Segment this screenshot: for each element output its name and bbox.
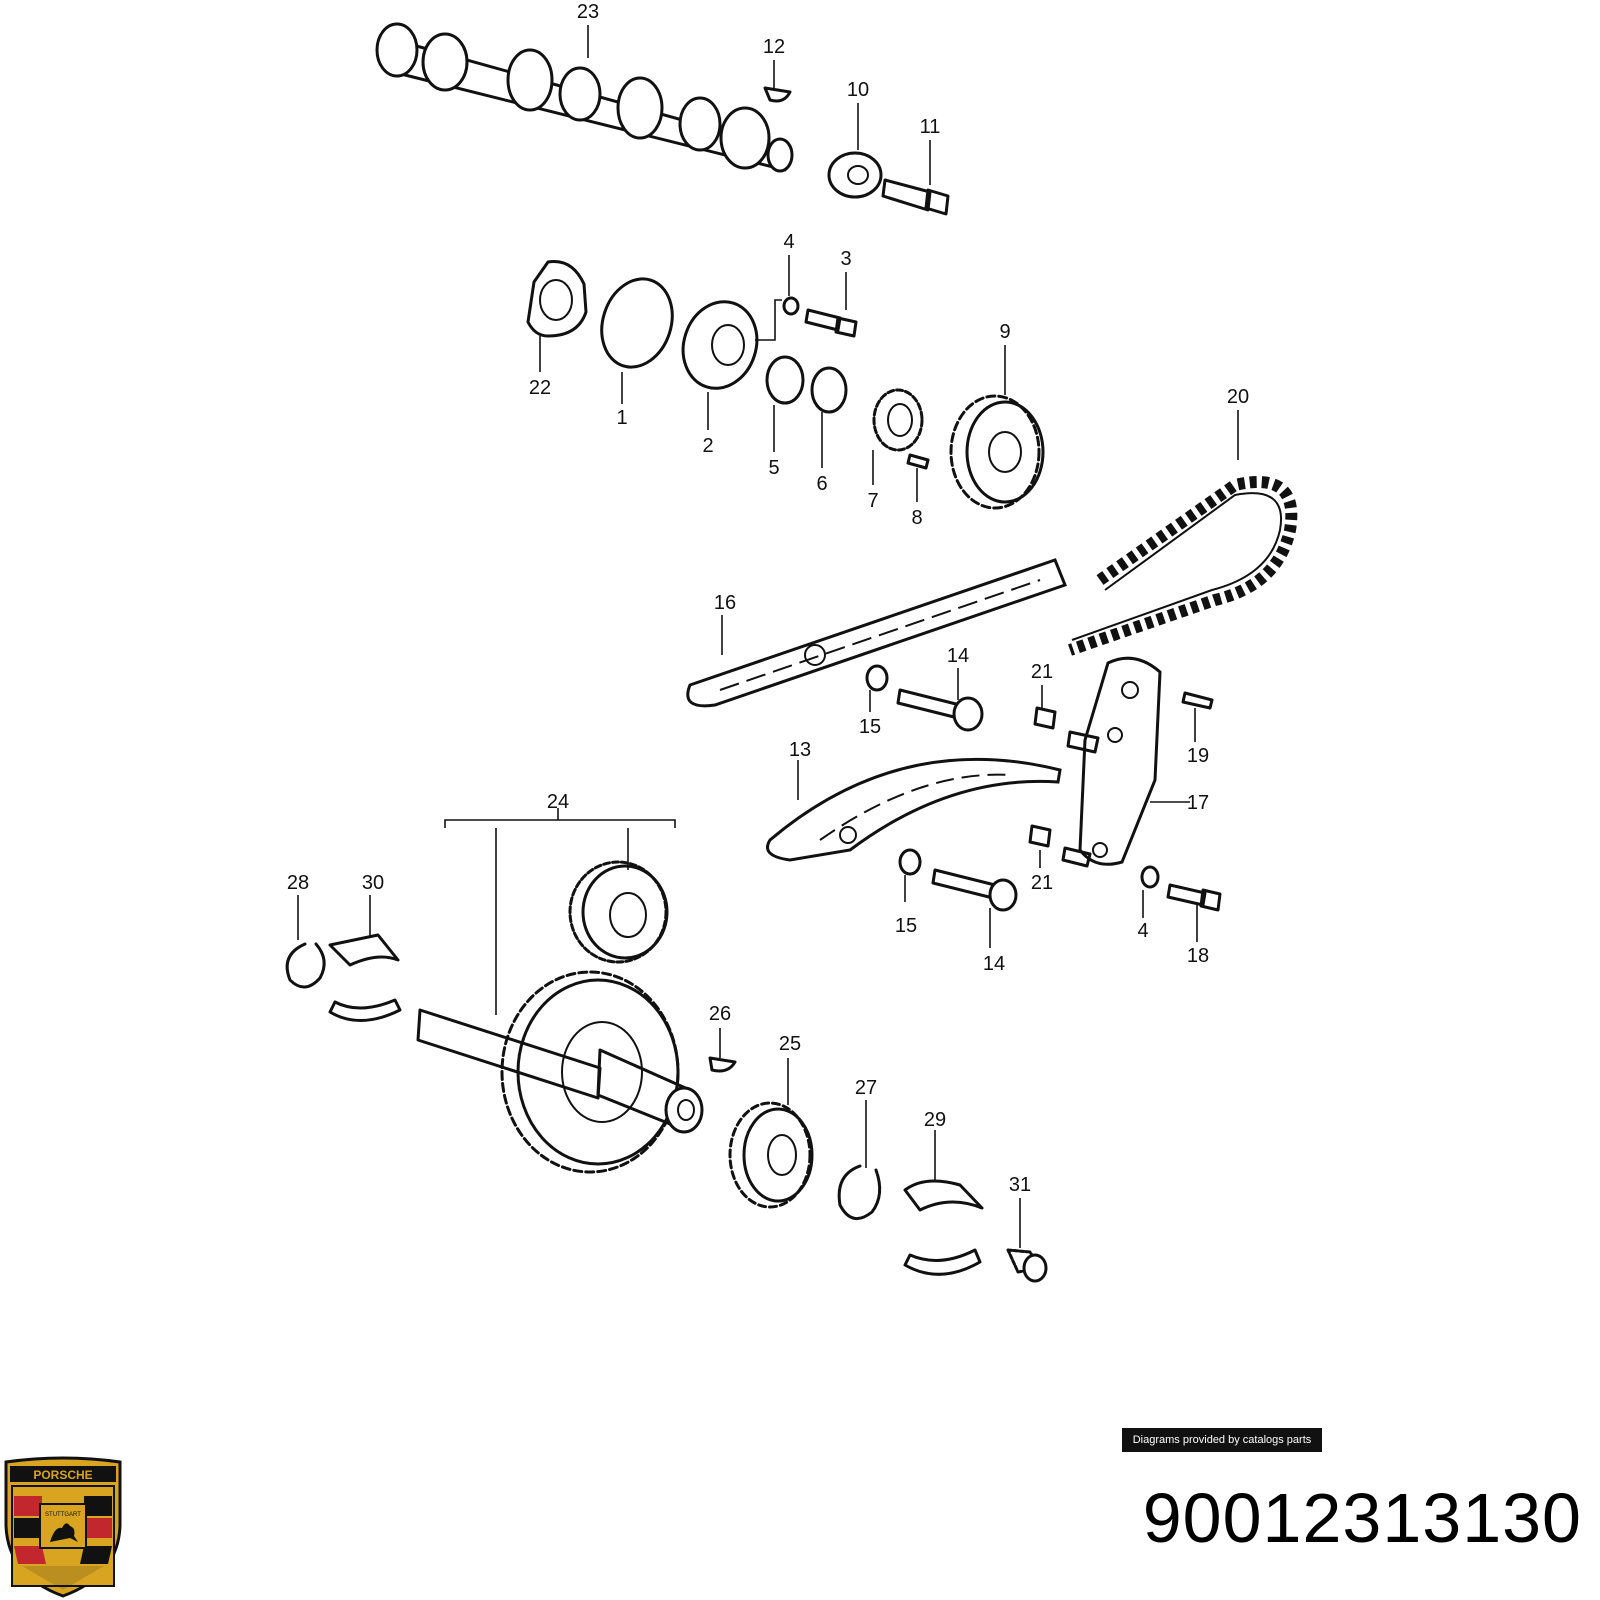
part-bearing-shell-upper-right	[903, 1179, 984, 1212]
part-bolt-tensioner	[1166, 883, 1222, 912]
callout-28: 28	[287, 872, 309, 894]
callout-15-top: 15	[859, 716, 881, 738]
part-woodruff-key-top	[763, 86, 792, 103]
part-number: 90012313130	[1142, 1479, 1582, 1557]
part-sleeve-bottom	[1028, 824, 1052, 848]
leader-lines	[297, 25, 1239, 1248]
part-tensioner-rail	[766, 757, 1062, 862]
callout-9: 9	[999, 321, 1010, 343]
part-washer-guide-top	[865, 664, 889, 692]
part-o-ring	[600, 277, 674, 369]
part-circlip-right	[837, 1164, 882, 1221]
callout-11: 11	[920, 116, 941, 138]
part-washer-guide-bottom	[898, 848, 922, 876]
callout-21-top: 21	[1031, 661, 1053, 683]
callout-23: 23	[577, 1, 599, 23]
callout-15-bottom: 15	[895, 915, 917, 937]
part-camshaft	[375, 22, 794, 173]
callout-12: 12	[763, 36, 785, 58]
part-guide-bolt-top	[896, 688, 984, 732]
part-woodruff-key-bottom	[708, 1056, 737, 1073]
callout-31: 31	[1009, 1174, 1031, 1196]
callout-10: 10	[847, 79, 869, 101]
logo-city-text: STUTTGART	[45, 1512, 81, 1518]
part-timing-chain	[1068, 476, 1298, 656]
callout-20: 20	[1227, 386, 1249, 408]
logo-brand-text: PORSCHE	[33, 1468, 92, 1482]
part-bearing-shell-lower-left	[328, 998, 402, 1022]
part-bolt-housing	[804, 308, 858, 338]
callout-19: 19	[1187, 745, 1209, 767]
part-tensioner-arm	[1061, 656, 1162, 868]
part-plug	[1006, 1248, 1048, 1283]
callout-1: 1	[616, 407, 627, 429]
callout-24: 24	[547, 791, 569, 813]
part-intermediate-shaft	[416, 970, 704, 1174]
callout-14-bottom: 14	[983, 953, 1005, 975]
part-roll-pin	[1181, 691, 1214, 710]
callout-26: 26	[709, 1003, 731, 1025]
callout-labels: 23 12 10 11 4 3 22 1 2 5 6 7 8 9 20 16 1…	[287, 1, 1249, 1196]
part-sprocket-small	[872, 388, 924, 452]
part-washer-large	[827, 151, 883, 199]
callout-17: 17	[1187, 792, 1209, 814]
part-washer-small-top	[782, 296, 800, 316]
callout-13: 13	[789, 739, 811, 761]
porsche-crest-logo: PORSCHE STUTTGART	[4, 1456, 122, 1598]
callout-27: 27	[855, 1077, 877, 1099]
part-seal-ring	[765, 355, 805, 405]
part-chain-guide-rail	[686, 558, 1067, 708]
part-gear-small-24	[568, 860, 669, 964]
callout-8: 8	[911, 507, 922, 529]
part-gasket	[526, 259, 588, 338]
part-dowel-pin	[906, 453, 930, 470]
callout-7: 7	[867, 490, 878, 512]
diagram-credit-badge: Diagrams provided by catalogs parts	[1122, 1428, 1322, 1452]
callout-5: 5	[768, 457, 779, 479]
callout-29: 29	[924, 1109, 946, 1131]
part-bearing-housing	[681, 299, 782, 390]
callout-4-bottom: 4	[1137, 920, 1148, 942]
part-circlip-left	[285, 942, 326, 989]
callout-18: 18	[1187, 945, 1209, 967]
part-crankshaft-sprocket	[728, 1101, 814, 1209]
callout-30: 30	[362, 872, 384, 894]
callout-14-top: 14	[947, 645, 969, 667]
horse-icon	[50, 1523, 78, 1542]
part-timing-chain-inner	[1071, 492, 1282, 641]
part-bolt-top	[881, 178, 950, 216]
bracket-intermediate-shaft	[444, 819, 676, 828]
part-washer-small-bottom	[1140, 865, 1160, 889]
callout-21-bottom: 21	[1031, 872, 1053, 894]
part-sleeve-top	[1033, 706, 1057, 730]
part-bearing-shell-upper-left	[328, 933, 400, 967]
callout-3: 3	[840, 248, 851, 270]
callout-25: 25	[779, 1033, 801, 1055]
part-guide-bolt-bottom	[931, 868, 1018, 912]
callout-16: 16	[714, 592, 736, 614]
callout-4-top: 4	[783, 231, 794, 253]
part-spacer-ring	[810, 366, 848, 414]
part-camshaft-sprocket	[949, 394, 1045, 510]
callout-2: 2	[702, 435, 713, 457]
callout-6: 6	[816, 473, 827, 495]
part-bearing-shell-lower-right	[903, 1248, 982, 1276]
callout-22: 22	[529, 377, 551, 399]
